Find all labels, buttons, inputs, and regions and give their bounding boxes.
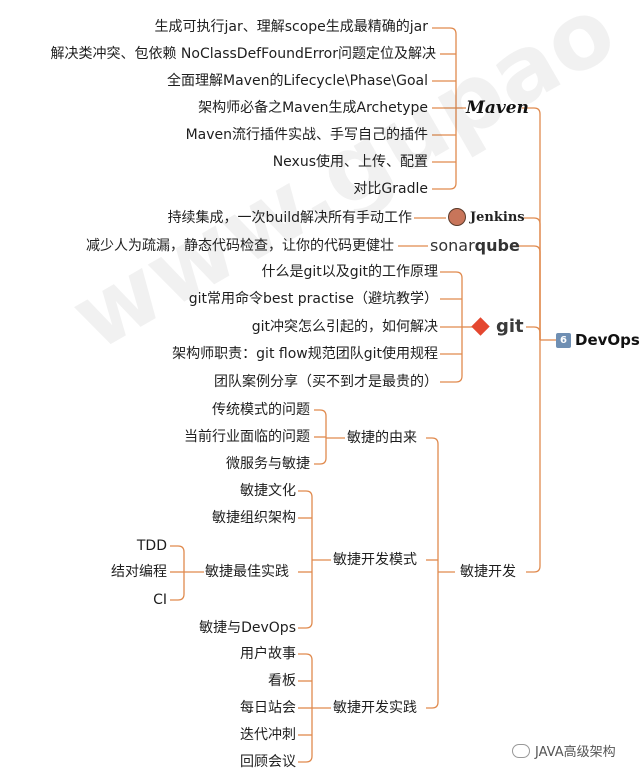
git-item[interactable]: 架构师职责：git flow规范团队git使用规程 [172,346,438,362]
git-item[interactable]: git常用命令best practise（避坑教学） [188,291,438,307]
agile-practice-item[interactable]: 看板 [268,673,296,689]
git-item[interactable]: 什么是git以及git的工作原理 [261,264,438,280]
root-node-devops[interactable]: 6 DevOps [556,331,640,349]
sonarqube-item[interactable]: 减少人为疏漏，静态代码检查，让你的代码更健壮 [86,238,394,254]
agile-origin-item[interactable]: 传统模式的问题 [212,402,310,418]
jenkins-item[interactable]: 持续集成，一次build解决所有手动工作 [167,210,412,226]
agile-modes-item[interactable]: 敏捷与DevOps [199,620,296,636]
agile-origin-node[interactable]: 敏捷的由来 [347,430,417,446]
agile-modes-node[interactable]: 敏捷开发模式 [333,552,417,568]
agile-practice-item[interactable]: 每日站会 [240,700,296,716]
agile-practice-item[interactable]: 回顾会议 [240,754,296,770]
maven-item[interactable]: Nexus使用、上传、配置 [272,154,428,170]
sonarqube-logo: sonarqube [430,236,520,255]
best-practice-item[interactable]: CI [153,592,167,608]
agile-practice-node[interactable]: 敏捷开发实践 [333,700,417,716]
agile-node[interactable]: 敏捷开发 [460,564,516,580]
brand-watermark: JAVA高级架构 [512,741,616,760]
git-logo-text: git [496,316,524,337]
agile-practice-item[interactable]: 迭代冲刺 [240,727,296,743]
agile-origin-item[interactable]: 微服务与敏捷 [226,456,310,472]
maven-item[interactable]: Maven流行插件实战、手写自己的插件 [185,127,428,143]
sonarqube-logo-sonar: sonar [430,236,475,255]
maven-item[interactable]: 全面理解Maven的Lifecycle\Phase\Goal [167,73,428,89]
jenkins-face-icon [448,208,466,226]
jenkins-logo-text: Jenkins [470,209,525,225]
agile-modes-item[interactable]: 敏捷组织架构 [212,510,296,526]
sonarqube-logo-qube: qube [474,236,520,255]
best-practice-item[interactable]: 结对编程 [111,564,167,580]
agile-origin-item[interactable]: 当前行业面临的问题 [184,429,310,445]
agile-best-practice-node[interactable]: 敏捷最佳实践 [205,564,289,580]
root-badge: 6 [556,332,571,348]
git-item[interactable]: git冲突怎么引起的，如何解决 [251,319,438,335]
best-practice-item[interactable]: TDD [136,538,167,554]
agile-modes-item[interactable]: 敏捷文化 [240,483,296,499]
root-label: DevOps [575,331,640,349]
maven-item[interactable]: 对比Gradle [353,181,428,197]
brand-text: JAVA高级架构 [535,745,616,760]
git-diamond-icon [471,317,490,336]
agile-practice-item[interactable]: 用户故事 [240,646,296,662]
maven-item[interactable]: 架构师必备之Maven生成Archetype [198,100,428,116]
git-logo: git [471,316,524,337]
maven-logo: Maven [466,98,529,118]
maven-item[interactable]: 解决类冲突、包依赖 NoClassDefFoundError问题定位及解决 [50,46,436,62]
git-item[interactable]: 团队案例分享（买不到才是最贵的） [214,374,438,390]
wechat-icon [512,743,530,758]
jenkins-logo: Jenkins [448,208,525,226]
maven-item[interactable]: 生成可执行jar、理解scope生成最精确的jar [154,19,428,35]
